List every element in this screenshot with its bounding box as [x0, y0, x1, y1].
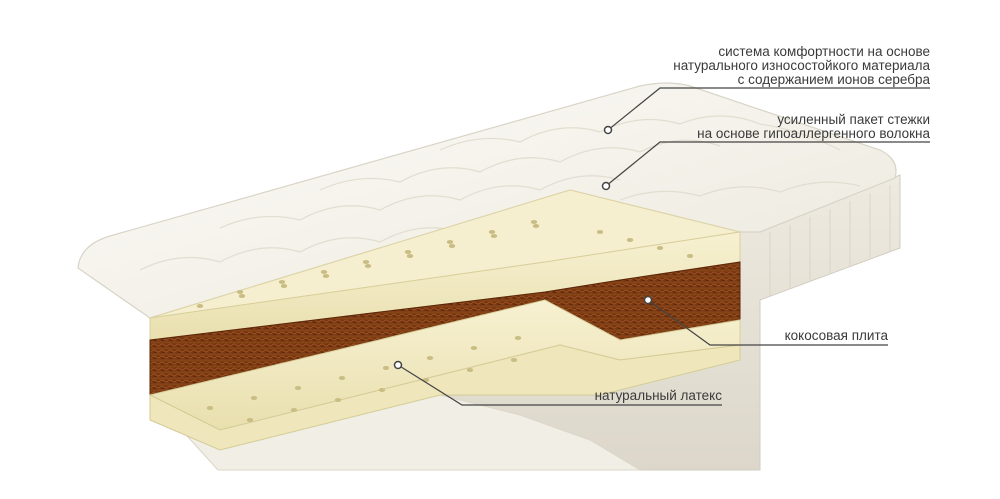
perforation-hole [448, 244, 456, 248]
perforation-hole [532, 224, 540, 228]
perforation-hole [530, 220, 538, 224]
leader-latex [397, 364, 722, 406]
side-panel-texture [769, 185, 891, 296]
cutaway-layers [148, 189, 741, 451]
perforation-hole [596, 230, 604, 234]
perforation-hole [470, 346, 478, 350]
perforation-hole [406, 254, 414, 258]
lower-latex-front [149, 344, 741, 451]
label-quilting-line-2: на основе гипоаллергенного волокна [697, 126, 930, 141]
label-latex: натуральный латекс [595, 388, 723, 403]
perforation-hole [278, 280, 286, 284]
label-comfort-line-1: система комфортности на основе [718, 44, 930, 59]
callout-dots [393, 125, 653, 370]
perforation-hole [246, 418, 254, 422]
perforation-hole [514, 336, 522, 340]
label-comfort-line-3: с содержанием ионов серебра [738, 72, 931, 87]
latex-perforations [196, 220, 694, 422]
perforation-hole [196, 304, 204, 308]
leader-comfort [607, 87, 930, 131]
perforation-hole [656, 246, 664, 250]
label-coconut: кокосовая плита [785, 328, 889, 343]
perforation-hole [236, 290, 244, 294]
perforation-hole [466, 368, 474, 372]
perforation-hole [510, 358, 518, 362]
perforation-hole [320, 270, 328, 274]
perforation-hole [364, 264, 372, 268]
callout-leaders [397, 87, 930, 406]
perforation-hole [206, 406, 214, 410]
perforation-hole [322, 274, 330, 278]
label-comfort-line-2: натурального износостойкого материала [673, 58, 930, 73]
perforation-hole [290, 408, 298, 412]
perforation-hole [488, 230, 496, 234]
perforation-hole [250, 396, 258, 400]
perforation-hole [446, 240, 454, 244]
dot-quilting [601, 181, 611, 191]
callout-labels: система комфортности на основе натуральн… [595, 44, 931, 403]
leader-quilting [605, 141, 930, 187]
perforation-hole [490, 234, 498, 238]
leader-coconut [647, 299, 888, 346]
perforation-hole [238, 294, 246, 298]
perforation-hole [382, 366, 390, 370]
perforation-hole [280, 284, 288, 288]
perforation-hole [686, 254, 694, 258]
perforation-hole [626, 238, 634, 242]
dot-comfort [603, 125, 613, 135]
perforation-hole [426, 356, 434, 360]
dot-latex [393, 360, 403, 370]
perforation-hole [404, 250, 412, 254]
dot-coconut [643, 295, 653, 305]
perforation-hole [334, 398, 342, 402]
perforation-hole [294, 386, 302, 390]
perforation-hole [378, 388, 386, 392]
perforation-hole [362, 260, 370, 264]
perforation-hole [338, 376, 346, 380]
label-quilting-line-1: усиленный пакет стежки [777, 112, 930, 127]
